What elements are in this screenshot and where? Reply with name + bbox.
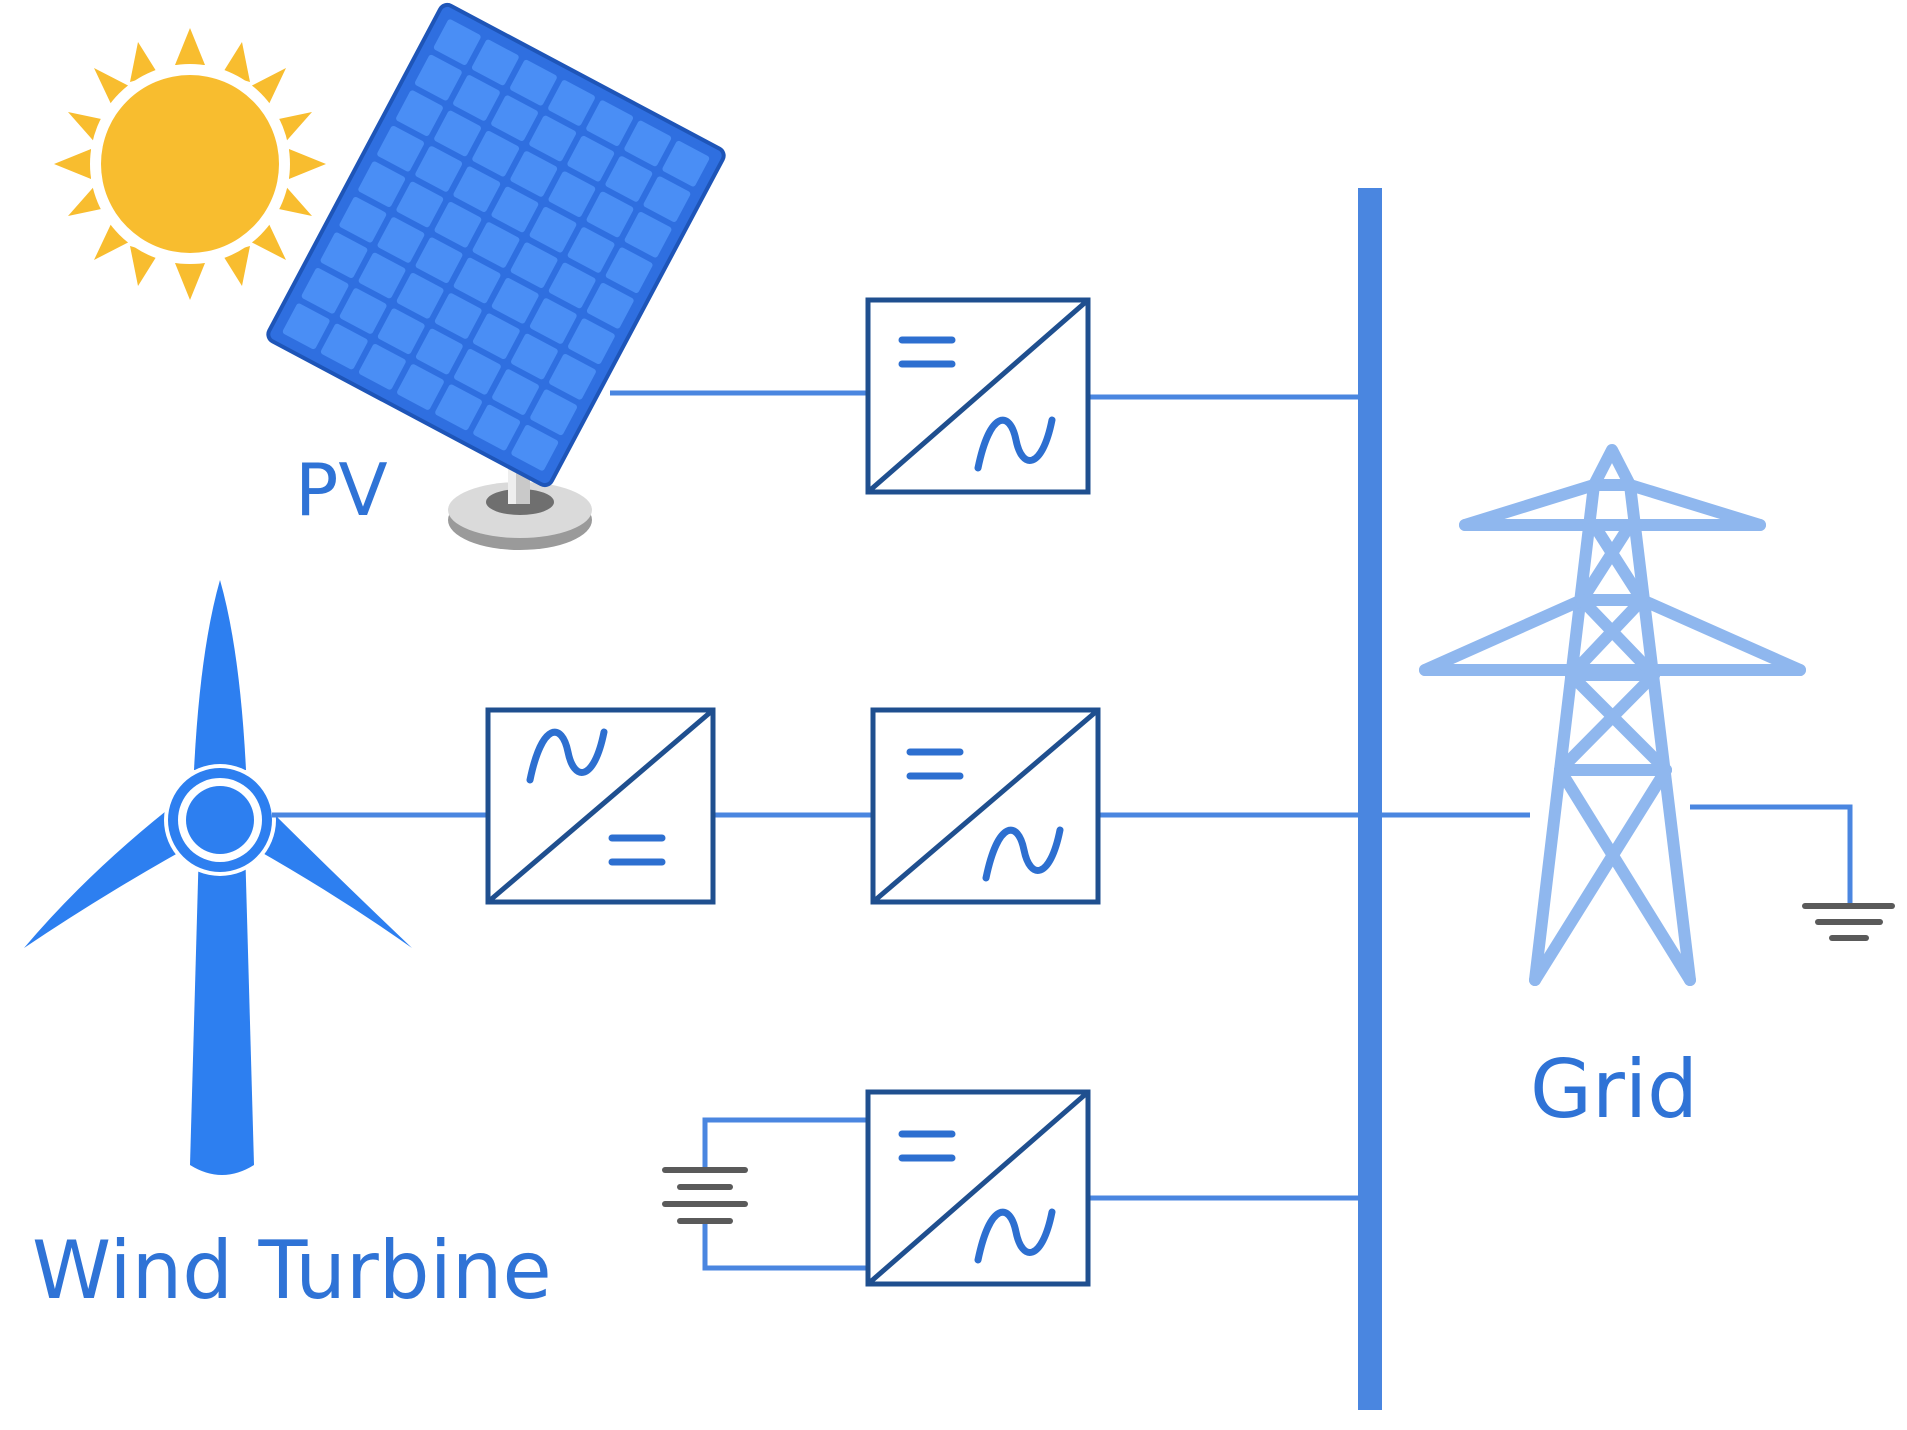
solar-cell (339, 196, 387, 243)
solar-cell (510, 242, 558, 289)
ac-symbol (974, 416, 1056, 472)
wind-turbine-label: Wind Turbine (32, 1224, 552, 1317)
solar-cell (433, 19, 481, 65)
dc-symbol (906, 748, 964, 780)
solar-cell (396, 273, 444, 319)
ac-symbol (982, 826, 1064, 882)
solar-cell (624, 120, 672, 167)
solar-cell (605, 156, 653, 202)
wind-turbine-icon (24, 580, 412, 1175)
solar-cell (530, 389, 578, 436)
battery-inverter (865, 1089, 1091, 1287)
solar-cell (453, 75, 500, 121)
solar-cell (510, 151, 558, 197)
solar-cell (529, 298, 577, 344)
battery-wiring (702, 1117, 868, 1271)
solar-cell (359, 344, 406, 390)
grid-label: Grid (1530, 1043, 1698, 1136)
pv-inverter (865, 297, 1091, 495)
solar-cell (567, 227, 615, 273)
solar-cell (396, 90, 443, 136)
solar-cell (301, 268, 349, 314)
solar-cell (643, 176, 691, 222)
solar-cell (396, 181, 444, 228)
solar-cell (492, 369, 539, 415)
solar-cell (434, 110, 481, 157)
solar-cell (586, 100, 633, 146)
solar-cell (511, 333, 558, 380)
solar-cell (473, 404, 521, 451)
solar-cell (491, 186, 539, 233)
ac-symbol (974, 1208, 1056, 1264)
solar-cell (415, 237, 463, 284)
solar-cell (377, 308, 425, 355)
dc-symbol (608, 834, 666, 866)
wind-inverter (870, 707, 1101, 905)
solar-cell (434, 201, 482, 248)
solar-cell (548, 262, 596, 309)
solar-cell (435, 384, 482, 431)
dc-symbol (898, 1130, 956, 1162)
solar-cell (491, 95, 538, 141)
solar-cell (568, 318, 615, 365)
solar-cell (471, 39, 519, 86)
solar-cell (511, 425, 559, 471)
solar-cell (472, 313, 520, 360)
solar-cell (320, 232, 368, 279)
wiring (272, 390, 1853, 1201)
solar-cell (624, 211, 672, 258)
ground-icon (1802, 903, 1895, 941)
solar-cell (434, 293, 482, 339)
solar-cell (397, 364, 444, 410)
dc-symbol (898, 336, 956, 368)
solar-cell (549, 354, 596, 400)
solar-cell (548, 80, 595, 126)
solar-cell (567, 135, 615, 182)
solar-cell (586, 191, 634, 238)
solar-cell (586, 282, 634, 329)
solar-cell (415, 146, 463, 192)
sun-icon (54, 28, 326, 300)
solar-cell (453, 257, 501, 304)
solar-cell (358, 252, 406, 299)
solar-panel-icon (266, 2, 726, 550)
solar-cell (510, 59, 557, 106)
bus-bar (1358, 188, 1382, 1410)
solar-cell (605, 247, 653, 294)
solar-cell (453, 166, 501, 213)
solar-cell (491, 277, 539, 324)
solar-cell (414, 54, 462, 101)
solar-cell (529, 115, 577, 162)
solar-cell (377, 217, 425, 263)
solar-cell (282, 303, 330, 350)
solar-cell (358, 161, 406, 208)
wind-rectifier (485, 707, 716, 905)
ac-symbol (526, 728, 608, 784)
solar-cell (377, 125, 424, 172)
solar-cell (454, 349, 501, 395)
solar-cell (548, 171, 596, 217)
pv-label: PV (295, 448, 388, 532)
solar-cell (662, 140, 710, 187)
solar-cell (472, 130, 520, 177)
solar-cell (339, 288, 387, 334)
transmission-tower-icon (1419, 444, 1806, 986)
solar-cell (529, 206, 577, 253)
solar-cell (472, 222, 520, 268)
battery-icon (662, 1167, 748, 1224)
solar-cell (415, 328, 463, 375)
solar-cell (320, 323, 368, 370)
